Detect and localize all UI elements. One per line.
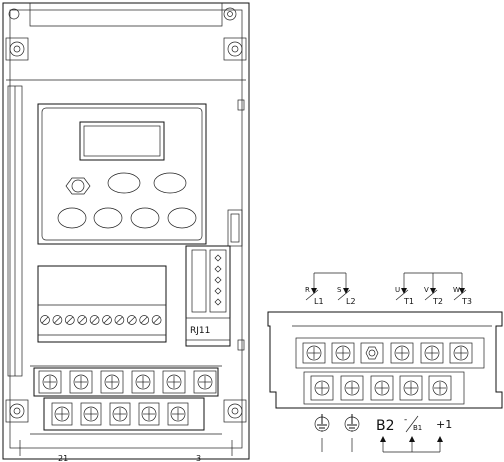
detail-terminal-bottom — [429, 376, 451, 400]
label-b2: B2 — [376, 418, 395, 434]
rj11-connector: RJ11 — [186, 246, 230, 346]
power-terminal-bottom — [52, 403, 72, 425]
button-2 — [154, 173, 186, 193]
detail-terminal-bottom — [311, 376, 333, 400]
detail-terminal-bottom — [371, 376, 393, 400]
detail-center-nut — [361, 343, 383, 363]
terminal-detail: R S L1 L2 U V W T1 T2 T3 — [268, 273, 502, 452]
rj11-pin — [215, 299, 221, 305]
button-4 — [94, 208, 122, 228]
power-terminal-bottom — [110, 403, 130, 425]
power-terminal-top — [70, 371, 92, 393]
control-terminal — [115, 316, 124, 325]
power-terminal-top — [194, 371, 216, 393]
rj11-pin — [215, 288, 221, 294]
control-terminal — [103, 316, 112, 325]
rj11-pin — [215, 266, 221, 272]
control-terminal — [127, 316, 136, 325]
power-terminal-bottom — [139, 403, 159, 425]
display-window — [80, 122, 164, 160]
rj11-pin — [215, 277, 221, 283]
input-prefix-s: S — [337, 286, 342, 294]
label-t1: T1 — [403, 297, 414, 306]
detail-terminal-top — [391, 343, 413, 363]
button-6 — [168, 208, 196, 228]
power-terminal-top — [163, 371, 185, 393]
output-prefix-v: V — [424, 286, 429, 294]
control-terminal — [78, 316, 87, 325]
mount-hole-top-right — [224, 38, 246, 60]
label-plus1: +1 — [436, 418, 452, 431]
output-prefix-u: U — [395, 286, 400, 294]
rj11-pin — [215, 255, 221, 261]
control-terminal — [53, 316, 62, 325]
rj11-label: RJ11 — [190, 326, 210, 336]
label-minus: - — [404, 415, 407, 425]
control-terminal — [140, 316, 149, 325]
housing-outline — [3, 3, 249, 459]
power-terminal-bottom — [81, 403, 101, 425]
button-5 — [131, 208, 159, 228]
main-unit: RJ11 21 3 — [3, 3, 249, 462]
label-l1: L1 — [314, 297, 324, 306]
detail-terminal-top — [450, 343, 472, 363]
control-terminal — [65, 316, 74, 325]
detail-bottom-labels: B2 - B1 +1 — [315, 414, 452, 452]
mount-hole-top-left-small — [9, 9, 19, 19]
detail-terminal-top — [332, 343, 354, 363]
control-terminal — [152, 316, 161, 325]
power-terminal-top — [132, 371, 154, 393]
mount-hole-bottom-left — [6, 400, 28, 422]
input-wires: R S L1 L2 — [305, 273, 356, 306]
bottom-label-right: 3 — [196, 454, 201, 462]
power-terminal-top — [101, 371, 123, 393]
control-terminal-block — [38, 266, 166, 342]
detail-terminal-top — [303, 343, 325, 363]
label-t3: T3 — [461, 297, 472, 306]
output-prefix-w: W — [453, 286, 460, 294]
output-wires: U V W T1 T2 T3 — [395, 273, 472, 306]
power-terminal-top — [39, 371, 61, 393]
keypad-panel — [38, 104, 206, 244]
side-slot — [228, 210, 242, 246]
detail-terminal-bottom — [400, 376, 422, 400]
label-t2: T2 — [432, 297, 443, 306]
detail-terminal-bottom — [341, 376, 363, 400]
input-prefix-r: R — [305, 286, 310, 294]
button-1 — [108, 173, 140, 193]
label-b1: B1 — [413, 424, 422, 432]
detail-terminal-top — [421, 343, 443, 363]
mount-hole-bottom-right — [224, 400, 246, 422]
potentiometer-knob — [66, 178, 90, 194]
label-l2: L2 — [346, 297, 356, 306]
power-terminal-block — [20, 366, 232, 456]
mount-hole-top-left — [6, 38, 28, 60]
power-terminal-bottom — [168, 403, 188, 425]
control-terminal — [90, 316, 99, 325]
top-cap — [30, 3, 222, 26]
bottom-label-left: 21 — [58, 454, 68, 462]
button-3 — [58, 208, 86, 228]
control-terminal — [41, 316, 50, 325]
